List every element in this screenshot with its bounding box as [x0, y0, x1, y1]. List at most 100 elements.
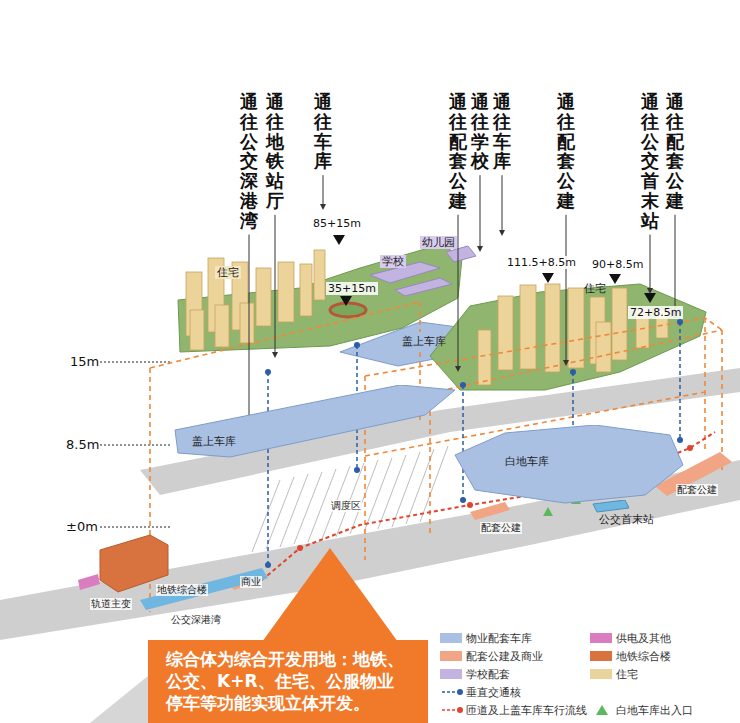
level-line [100, 527, 172, 528]
bus-terminal: 公交首末站 [585, 500, 660, 530]
legend-sample [440, 704, 464, 716]
leader-line [675, 215, 676, 314]
leader-arrow [499, 230, 505, 236]
legend-text: 地铁综合楼 [616, 650, 671, 662]
school-building [395, 278, 452, 296]
node-text: 白地车库 [505, 455, 549, 468]
callout-text: 通往车库 [493, 92, 511, 171]
legend-text: 物业配套车库 [466, 632, 532, 644]
substation [78, 574, 100, 590]
level-label: 8.5m [66, 437, 99, 452]
callout-text: 通往公交首末站 [641, 92, 659, 231]
ramp-dot [467, 502, 473, 508]
core-dot [354, 467, 360, 473]
leader-line [480, 175, 481, 248]
legend-text: 供电及其他 [616, 632, 671, 644]
callout-text: 通往车库 [314, 92, 332, 171]
development-frame [150, 302, 722, 612]
legend-triangle [596, 705, 608, 715]
tower [278, 262, 294, 322]
legend-dot [457, 707, 463, 713]
leader-line [323, 175, 324, 206]
leader-line [566, 215, 567, 362]
core-dot [677, 319, 683, 325]
node-text: 盖上车库 [192, 435, 236, 448]
callout-box: 综合体为综合开发用地：地铁、公交、K+R、住宅、公服物业停车等功能实现立体开发。 [148, 640, 428, 723]
callout-pointer [262, 548, 398, 642]
legend-text: 配套公建及商业 [466, 650, 543, 662]
level-label: 15m [70, 354, 99, 369]
legend-sample [440, 686, 464, 698]
elevation-triangle [644, 293, 656, 303]
legend-dot [457, 689, 463, 695]
tower [300, 264, 312, 316]
tower [568, 288, 584, 368]
tower [240, 303, 254, 343]
area-label: 盖上车库 [400, 335, 448, 348]
core-dot [570, 369, 576, 375]
core-dot [265, 562, 271, 568]
region-shape [170, 385, 455, 460]
area-label: 住宅 [582, 282, 608, 295]
area-label: 商业 [240, 576, 262, 588]
tower [498, 296, 513, 370]
tower [478, 330, 491, 385]
elevation-label: 35+15m [326, 282, 378, 295]
area-label: 配套公建 [676, 484, 718, 496]
callout-text: 通往配套公建 [557, 92, 575, 211]
node-text: 公交首末站 [599, 513, 654, 526]
legend-swatch [590, 651, 612, 661]
legend-text: 学校配套 [466, 668, 510, 680]
elevation-label: 72+8.5m [628, 306, 683, 319]
core-dots [265, 319, 683, 568]
leader-line [275, 215, 276, 354]
region-outline [455, 425, 683, 503]
leader-line [650, 235, 651, 290]
tower [612, 288, 627, 360]
area-label: 轨道主变 [90, 598, 132, 610]
legend-swatch [590, 633, 612, 643]
tower [520, 285, 536, 369]
callout-text: 通往公交深港湾 [240, 92, 258, 231]
garage-area: 白地车库 [445, 425, 685, 505]
tower [215, 305, 229, 347]
area-label: 学校 [380, 255, 406, 268]
bus-bay [140, 568, 268, 610]
area-label: 公交深港湾 [170, 614, 222, 626]
green-deck [430, 284, 706, 390]
core-dot [460, 497, 466, 503]
callout-text: 通往学校 [471, 92, 489, 171]
legend-text: 匝道及上盖车库车行流线 [466, 704, 587, 716]
depot-lines [252, 446, 448, 552]
tower [190, 310, 204, 350]
leader-line [502, 175, 503, 232]
legend-text: 垂直交通核 [466, 686, 521, 698]
leader-arrow [563, 360, 569, 366]
tower [545, 284, 560, 372]
core-dot [265, 369, 271, 375]
area-label: 住宅 [215, 266, 241, 279]
area-label: 地铁综合楼 [156, 584, 208, 596]
core-dot [354, 342, 360, 348]
garage-deck: 盖上车库 [170, 385, 455, 460]
legend-swatch [590, 669, 612, 679]
region-shape [445, 425, 685, 505]
callout-text: 通往地铁站厅 [266, 92, 284, 211]
elevation-label: 111.5+8.5m [505, 256, 578, 269]
legend-sample [590, 704, 614, 716]
green-deck [178, 244, 462, 352]
public-facility [470, 502, 510, 520]
elevation-markers [333, 235, 656, 306]
core-dot [677, 437, 683, 443]
core-dot [460, 382, 466, 388]
region-outline [593, 500, 629, 512]
elevation-triangle [333, 235, 345, 245]
legend-text: 住宅 [616, 668, 638, 680]
tower [256, 268, 271, 326]
legend-text: 白地车库出入口 [616, 704, 693, 716]
elevation-label: 85+15m [311, 217, 363, 230]
leader-arrow [647, 288, 653, 294]
